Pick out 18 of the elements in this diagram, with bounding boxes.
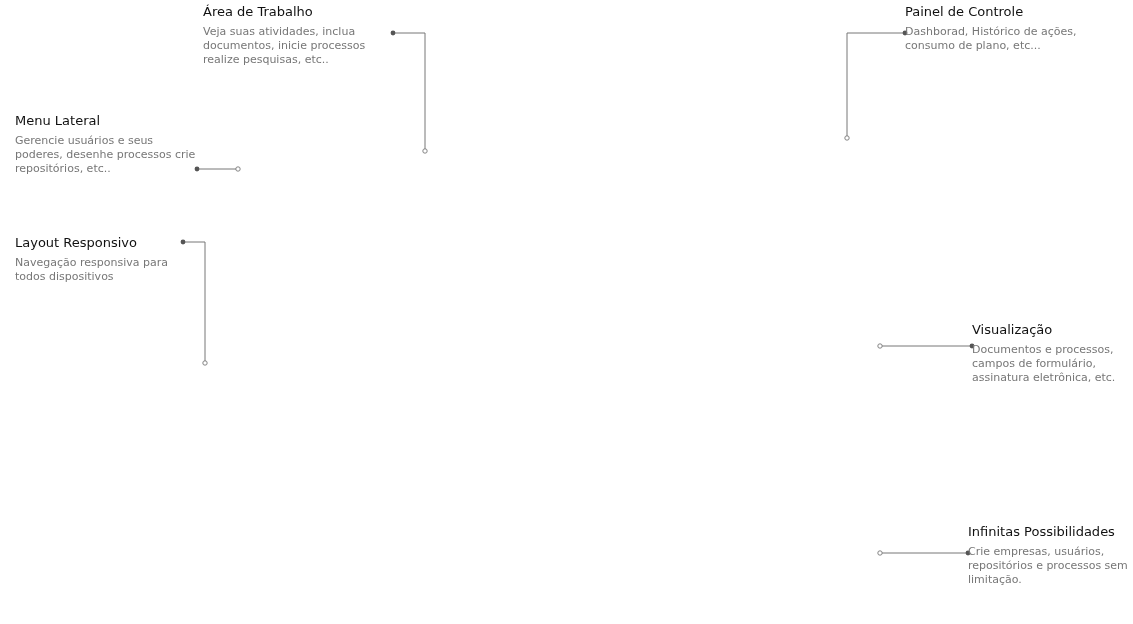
callout-description: Navegação responsiva para todos dispositivos bbox=[15, 256, 169, 284]
leader-line bbox=[194, 166, 241, 172]
callout-title: Infinitas Possibilidades bbox=[968, 524, 1116, 540]
leader-line bbox=[877, 343, 975, 349]
callout-description: Documentos e processos, campos de formulário, assinatura eletrônica, etc. bbox=[972, 343, 1117, 385]
callout-title: Menu Lateral bbox=[15, 113, 102, 129]
callout-title: Visualização bbox=[972, 322, 1054, 338]
leader-line bbox=[390, 30, 428, 154]
callout-description: Dashborad, Histórico de ações, consumo de plano, etc... bbox=[905, 25, 1078, 53]
callout-title: Layout Responsivo bbox=[15, 235, 139, 251]
callout-description: Veja suas atividades, inclua documentos, inicie processos realize pesquisas, etc.. bbox=[203, 25, 367, 67]
callout-description: Gerencie usuários e seus poderes, desenhe processos crie repositórios, etc.. bbox=[15, 134, 197, 176]
leader-line bbox=[877, 550, 971, 556]
callout-title: Painel de Controle bbox=[905, 4, 1025, 20]
leader-line bbox=[180, 239, 208, 366]
callout-title: Área de Trabalho bbox=[203, 4, 314, 20]
callout-description: Crie empresas, usuários, repositórios e processos sem limitação. bbox=[968, 545, 1129, 587]
leader-line bbox=[844, 30, 908, 141]
